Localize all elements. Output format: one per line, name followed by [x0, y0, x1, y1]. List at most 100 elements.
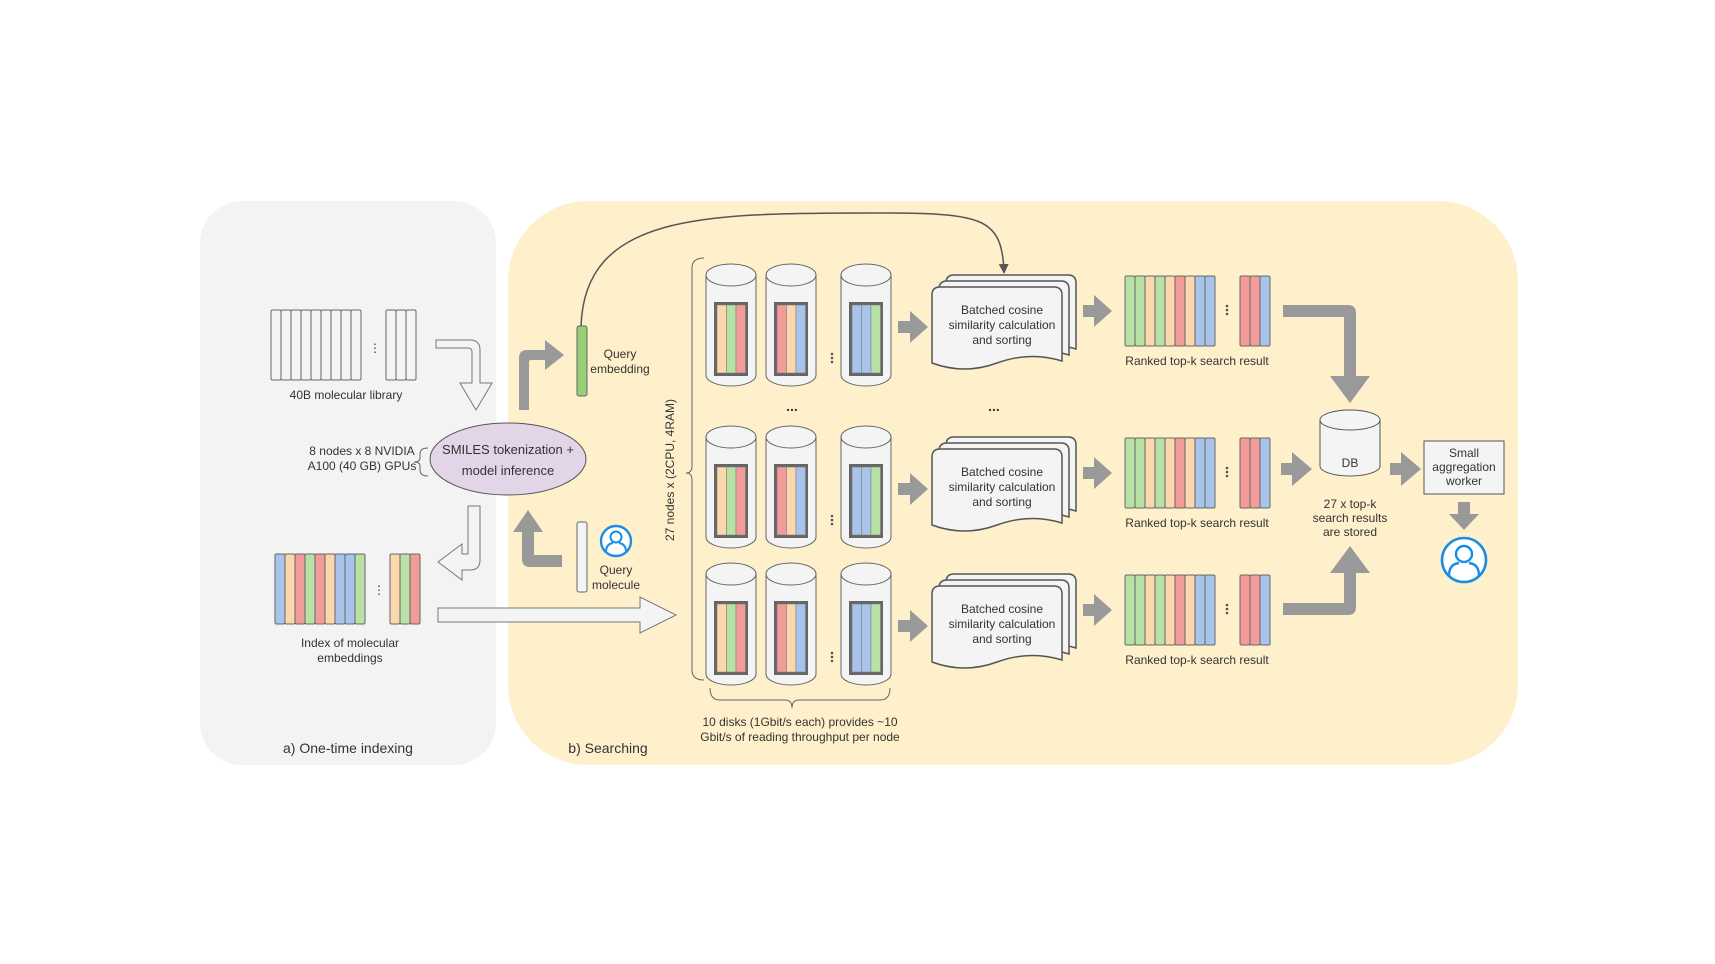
disks-label-line1: 10 disks (1Gbit/s each) provides ~10: [702, 715, 897, 729]
disk-embedding: [776, 603, 787, 673]
inference-to-embedding-arrow: [519, 340, 564, 410]
disk-cylinder: [840, 562, 892, 686]
aggregator-line1: Small: [1449, 446, 1479, 460]
disk-embedding: [776, 304, 787, 374]
disk-embedding: [851, 466, 862, 536]
disk-cylinder: [765, 263, 817, 387]
result-bar: [1204, 574, 1216, 646]
disk-row-ellipsis: ...: [786, 398, 798, 414]
index-bar: [304, 553, 316, 625]
disk-embedding: [786, 603, 797, 673]
dot: [830, 522, 834, 526]
indexing-panel-label: a) One-time indexing: [283, 740, 413, 756]
dot: [1225, 474, 1229, 478]
result-bar: [1154, 437, 1166, 509]
disk-top: [705, 562, 757, 586]
result-bar: [1249, 437, 1261, 509]
result-bar: [1194, 437, 1206, 509]
dot: [1225, 470, 1229, 474]
index-bar: [334, 553, 346, 625]
result-bar: [1259, 275, 1271, 347]
batch-label-line2: similarity calculation: [949, 318, 1056, 332]
dot: [1225, 312, 1229, 316]
disk-embedding: [795, 603, 806, 673]
index-bar: [324, 553, 336, 625]
result-bar: [1249, 574, 1261, 646]
library-bar: [405, 309, 417, 381]
disk-embedding: [726, 466, 737, 536]
result-bar: [1239, 574, 1251, 646]
disk-embedding: [861, 304, 872, 374]
index-bar: [274, 553, 286, 625]
gpu-brace: [413, 447, 429, 477]
disk-to-batch-arrow: [898, 473, 928, 505]
disk-embedding: [716, 466, 727, 536]
inference-ellipse: [429, 422, 587, 496]
result-bar: [1204, 275, 1216, 347]
result-ellipsis: [1225, 603, 1229, 615]
disk-embedding: [851, 304, 862, 374]
index-to-disks-arrow: [437, 596, 678, 634]
db-caption-line2: search results: [1313, 511, 1388, 525]
index-ellipsis: ⋮: [373, 583, 385, 597]
embedding-index: [274, 553, 421, 625]
query-user-icon: [599, 524, 633, 558]
disk-embedding: [726, 304, 737, 374]
disk-top: [840, 425, 892, 449]
result-bar: [1259, 437, 1271, 509]
aggregator-line2: aggregation: [1432, 460, 1495, 474]
db-to-aggregator-arrow: [1390, 452, 1421, 486]
library-bar: [395, 309, 407, 381]
result-bar: [1184, 437, 1196, 509]
disk-embedding: [716, 603, 727, 673]
disk-embedding: [735, 304, 746, 374]
library-label: 40B molecular library: [290, 388, 403, 402]
disk-embedding: [735, 603, 746, 673]
batch-label-line1: Batched cosine: [961, 303, 1043, 317]
result-bar: [1144, 275, 1156, 347]
result-bar: [1239, 275, 1251, 347]
library-bar: [270, 309, 282, 381]
library-bar: [290, 309, 302, 381]
index-label-line1: Index of molecular: [301, 636, 399, 650]
result-bar: [1184, 275, 1196, 347]
disk-top: [765, 263, 817, 287]
result-bar: [1249, 275, 1261, 347]
batch-label-line2: similarity calculation: [949, 617, 1056, 631]
searching-panel-label: b) Searching: [568, 740, 647, 756]
index-bar: [284, 553, 296, 625]
row2-to-db-arrow: [1281, 452, 1312, 486]
result-bar: [1239, 437, 1251, 509]
dot: [1225, 607, 1229, 611]
inference-to-index-arrow: [437, 505, 481, 581]
db-caption-line1: 27 x top-k: [1324, 497, 1378, 511]
disk-cylinder: [705, 263, 757, 387]
dot: [830, 514, 834, 518]
batch-label-line3: and sorting: [972, 333, 1031, 347]
query-molecule-bar[interactable]: [576, 521, 588, 593]
result-bar: [1134, 574, 1146, 646]
batch-label-line3: and sorting: [972, 495, 1031, 509]
library-bar: [385, 309, 397, 381]
disk-embedding: [851, 603, 862, 673]
result-bar: [1124, 574, 1136, 646]
disk-embedding: [795, 466, 806, 536]
query-embedding-bar[interactable]: [576, 325, 588, 397]
batch-label-line2: similarity calculation: [949, 480, 1056, 494]
library-bar: [320, 309, 332, 381]
result-bar: [1194, 574, 1206, 646]
library-bar: [310, 309, 322, 381]
result-label: Ranked top-k search result: [1125, 516, 1269, 530]
batch-row-ellipsis: ...: [988, 398, 1000, 414]
result-bar: [1124, 275, 1136, 347]
disk-cylinder: [840, 263, 892, 387]
disk-top: [765, 425, 817, 449]
nodes-label: 27 nodes x (2CPU, 4RAM): [663, 399, 677, 541]
disks-label-line2: Gbit/s of reading throughput per node: [700, 730, 900, 744]
index-bar: [399, 553, 411, 625]
query-embedding-label-line2: embedding: [590, 362, 649, 376]
dot: [830, 518, 834, 522]
result-bar: [1259, 574, 1271, 646]
